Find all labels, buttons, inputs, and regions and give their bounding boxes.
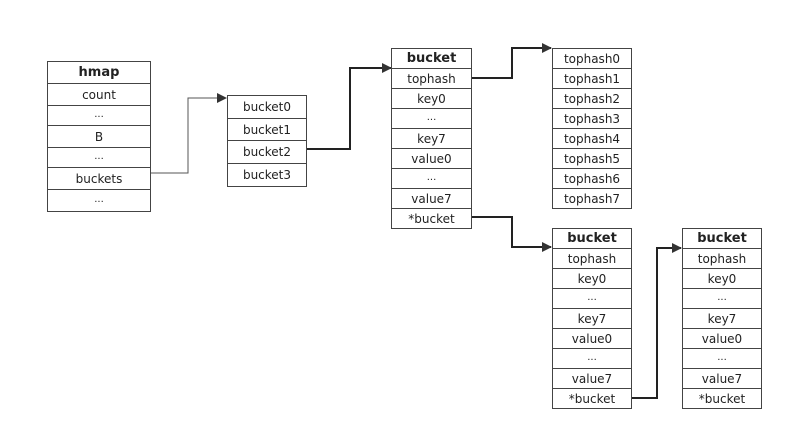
hmap-struct: hmap count ... B ... buckets ... — [47, 61, 151, 212]
overflow-bucket-field-ellipsis: ... — [553, 289, 631, 309]
tophash-array-item: tophash2 — [553, 89, 631, 109]
connector-tophash-to-tophash-array — [472, 43, 552, 79]
bucket-title: bucket — [392, 49, 471, 69]
tophash-array-item: tophash4 — [553, 129, 631, 149]
tophash-array-item: tophash1 — [553, 69, 631, 89]
hmap-field-b: B — [48, 126, 150, 148]
connector-bucket-ptr-to-overflow-1 — [472, 216, 552, 252]
overflow-bucket-field-tophash: tophash — [553, 249, 631, 269]
buckets-array-item: bucket2 — [228, 141, 306, 164]
tophash-array-item: tophash7 — [553, 189, 631, 209]
connector-bucket2-to-bucket — [307, 63, 392, 150]
hmap-field-ellipsis: ... — [48, 190, 150, 212]
overflow-bucket-field-value0: value0 — [553, 329, 631, 349]
overflow-bucket-field-key7: key7 — [553, 309, 631, 329]
bucket-field-key0: key0 — [392, 89, 471, 109]
overflow-bucket-field-key0: key0 — [683, 269, 761, 289]
buckets-array: bucket0 bucket1 bucket2 bucket3 — [227, 95, 307, 187]
hmap-title: hmap — [48, 62, 150, 84]
hmap-field-buckets: buckets — [48, 168, 150, 190]
buckets-array-item: bucket1 — [228, 119, 306, 141]
bucket-field-overflow-ptr: *bucket — [392, 209, 471, 229]
bucket-field-ellipsis: ... — [392, 109, 471, 129]
bucket-field-ellipsis: ... — [392, 169, 471, 189]
overflow-bucket-field-tophash: tophash — [683, 249, 761, 269]
hmap-field-ellipsis: ... — [48, 148, 150, 168]
overflow-bucket-field-ellipsis: ... — [553, 349, 631, 369]
bucket-field-tophash: tophash — [392, 69, 471, 89]
hmap-field-ellipsis: ... — [48, 106, 150, 126]
overflow-bucket-field-ellipsis: ... — [683, 289, 761, 309]
overflow-bucket-field-overflow-ptr: *bucket — [683, 389, 761, 409]
bucket-field-key7: key7 — [392, 129, 471, 149]
overflow-bucket-title: bucket — [683, 229, 761, 249]
overflow-bucket-1: bucket tophash key0 ... key7 value0 ... … — [552, 228, 632, 409]
tophash-array-item: tophash3 — [553, 109, 631, 129]
overflow-bucket-2: bucket tophash key0 ... key7 value0 ... … — [682, 228, 762, 409]
tophash-array-item: tophash0 — [553, 49, 631, 69]
buckets-array-item: bucket0 — [228, 96, 306, 119]
bucket-struct: bucket tophash key0 ... key7 value0 ... … — [391, 48, 472, 229]
tophash-array: tophash0 tophash1 tophash2 tophash3 toph… — [552, 48, 632, 209]
bucket-field-value0: value0 — [392, 149, 471, 169]
connector-hmap-buckets-to-buckets-array — [150, 93, 227, 174]
overflow-bucket-field-value0: value0 — [683, 329, 761, 349]
buckets-array-item: bucket3 — [228, 164, 306, 187]
tophash-array-item: tophash6 — [553, 169, 631, 189]
overflow-bucket-field-key7: key7 — [683, 309, 761, 329]
overflow-bucket-field-ellipsis: ... — [683, 349, 761, 369]
bucket-field-value7: value7 — [392, 189, 471, 209]
overflow-bucket-title: bucket — [553, 229, 631, 249]
overflow-bucket-field-overflow-ptr: *bucket — [553, 389, 631, 409]
overflow-bucket-field-key0: key0 — [553, 269, 631, 289]
hmap-field-count: count — [48, 84, 150, 106]
tophash-array-item: tophash5 — [553, 149, 631, 169]
overflow-bucket-field-value7: value7 — [683, 369, 761, 389]
overflow-bucket-field-value7: value7 — [553, 369, 631, 389]
connector-overflow-1-to-overflow-2 — [632, 243, 682, 399]
